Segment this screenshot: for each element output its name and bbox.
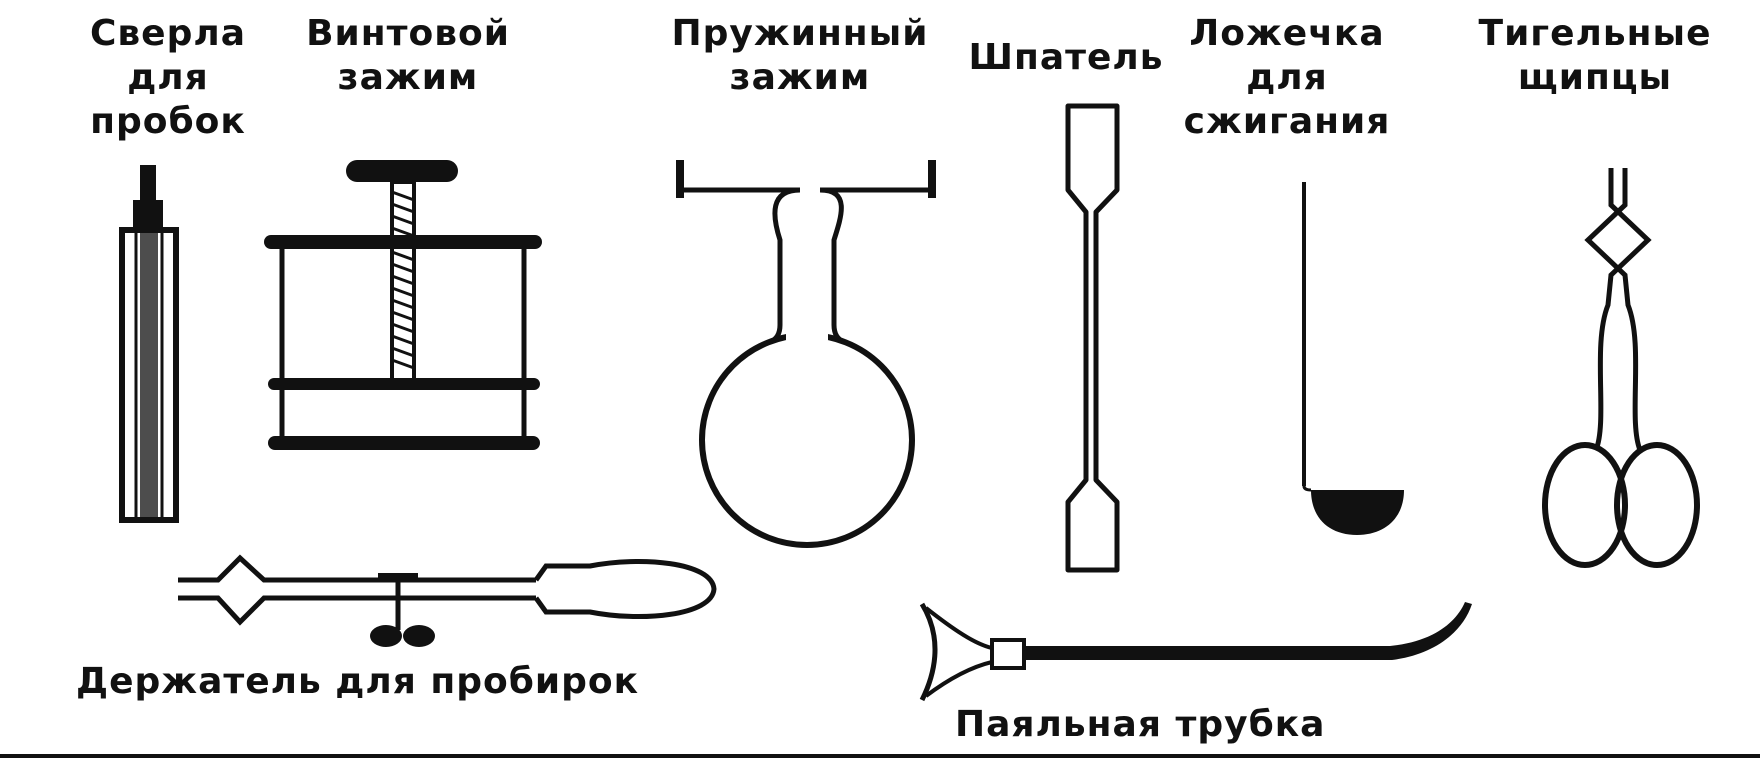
test-tube-holder-drawing [178, 554, 717, 647]
label-line: Шпатель [968, 37, 1164, 78]
label-blowpipe: Паяльная трубка [955, 703, 1325, 747]
label-line: Винтовой [306, 13, 510, 54]
screw-clamp-drawing [264, 160, 542, 450]
cork-borers-drawing [119, 165, 179, 523]
label-line: Паяльная трубка [955, 704, 1326, 745]
label-line: Держатель для пробирок [76, 661, 640, 702]
label-line: Тигельные [1478, 13, 1712, 54]
label-test-tube-holder: Держатель для пробирок [76, 660, 639, 704]
label-line: зажим [337, 57, 479, 98]
bottom-border [0, 754, 1760, 758]
label-line: сжигания [1183, 101, 1391, 142]
spatula-drawing [1065, 103, 1120, 573]
label-line: для [127, 57, 209, 98]
label-line: для [1246, 57, 1328, 98]
label-line: Сверла [89, 13, 247, 54]
label-line: щипцы [1517, 57, 1673, 98]
crucible-tongs-drawing [1542, 168, 1700, 568]
label-spatula: Шпатель [968, 36, 1163, 80]
label-line: зажим [729, 57, 871, 98]
label-cork-borers: Сверла для пробок [90, 12, 246, 144]
label-deflagrating-spoon: Ложечка для сжигания [1184, 12, 1391, 144]
label-line: пробок [90, 101, 246, 142]
label-spring-clamp: Пружинный зажим [672, 12, 929, 100]
label-crucible-tongs: Тигельные щипцы [1479, 12, 1712, 100]
deflagrating-spoon-drawing [1302, 182, 1404, 535]
blowpipe-drawing [919, 602, 1472, 702]
label-screw-clamp: Винтовой зажим [306, 12, 510, 100]
spring-clamp-drawing [676, 160, 936, 548]
label-line: Ложечка [1189, 13, 1385, 54]
label-line: Пружинный [671, 13, 929, 54]
